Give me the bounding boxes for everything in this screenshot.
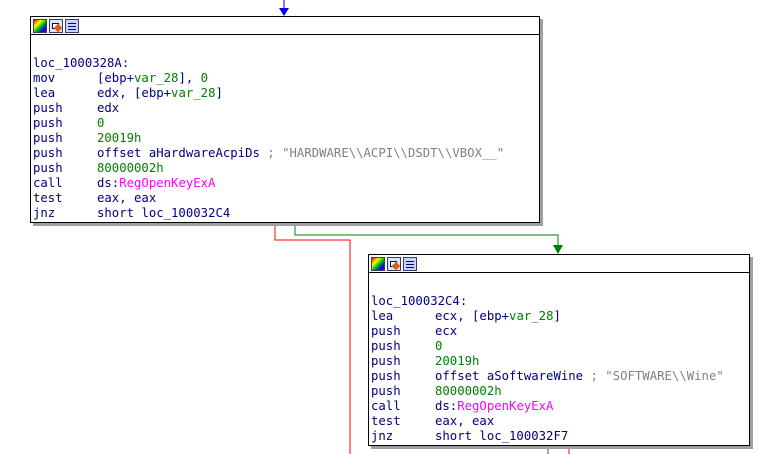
api-name[interactable]: RegOpenKeyExA (457, 399, 554, 413)
instruction-operand[interactable]: var_28 (171, 86, 216, 100)
block-code: loc_100032C4: lea ecx, [ebp+var_28] push ec… (369, 273, 749, 444)
instruction-comment[interactable]: ; "HARDWARE\\ACPI\\DSDT\\VBOX__" (267, 146, 505, 160)
block-toolbar (31, 17, 539, 35)
instruction-operand[interactable]: offset aSoftwareWine (435, 369, 591, 383)
graph-edit-icon[interactable] (387, 256, 401, 271)
true-branch-edge-arrow (553, 245, 563, 254)
instruction-line[interactable]: jnz short loc_100032F7 (371, 429, 749, 444)
instruction-line[interactable]: test eax, eax (371, 414, 749, 429)
instruction-comment[interactable]: ; "SOFTWARE\\Wine" (590, 369, 724, 383)
instruction-mnemonic[interactable]: push (371, 354, 401, 368)
instruction-mnemonic[interactable]: lea (371, 309, 394, 323)
instruction-operand[interactable]: 20019h (97, 131, 142, 145)
instruction-mnemonic[interactable]: test (371, 414, 401, 428)
instruction-line[interactable]: lea edx, [ebp+var_28] (33, 86, 539, 101)
instruction-operand[interactable]: 80000002h (435, 384, 502, 398)
instruction-mnemonic[interactable]: lea (33, 86, 56, 100)
instruction-line[interactable]: push offset aHardwareAcpiDs ; "HARDWARE\\… (33, 146, 539, 161)
instruction-operand[interactable]: ecx (435, 324, 458, 338)
instruction-operand[interactable]: edx (97, 101, 120, 115)
color-palette-icon[interactable] (371, 256, 385, 271)
instruction-mnemonic[interactable]: jnz (33, 206, 56, 220)
instruction-line[interactable]: push 20019h (371, 354, 749, 369)
instruction-operand[interactable]: short loc_100032F7 (435, 429, 569, 443)
instruction-mnemonic[interactable]: mov (33, 71, 56, 85)
instruction-line[interactable]: mov [ebp+var_28], 0 (33, 71, 539, 86)
instruction-mnemonic[interactable]: call (33, 176, 63, 190)
instruction-operand[interactable]: 0 (200, 71, 209, 85)
graph-edit-icon[interactable] (49, 18, 63, 33)
instruction-operand[interactable]: edx, [ebp+ (97, 86, 172, 100)
instruction-line[interactable]: push 0 (33, 116, 539, 131)
instruction-mnemonic[interactable]: push (371, 339, 401, 353)
instruction-line[interactable]: push offset aSoftwareWine ; "SOFTWARE\\Wi… (371, 369, 749, 384)
instruction-operand[interactable]: eax, eax (97, 191, 157, 205)
instruction-operand[interactable]: ds: (97, 176, 120, 190)
instruction-operand[interactable]: ecx, [ebp+ (435, 309, 510, 323)
instruction-mnemonic[interactable]: push (33, 161, 63, 175)
instruction-operand[interactable]: 80000002h (97, 161, 164, 175)
instruction-operand[interactable]: short loc_100032C4 (97, 206, 231, 220)
instruction-mnemonic[interactable]: push (33, 101, 63, 115)
incoming-edge-arrow (279, 8, 289, 16)
false-branch-edge[interactable] (274, 223, 351, 454)
instruction-line[interactable]: push ecx (371, 324, 749, 339)
code-block-loc-100032c4[interactable]: loc_100032C4: lea ecx, [ebp+var_28] push ec… (368, 254, 750, 446)
instruction-mnemonic[interactable]: push (371, 324, 401, 338)
instruction-operand[interactable]: var_28 (134, 71, 179, 85)
instruction-operand[interactable]: 20019h (435, 354, 480, 368)
instruction-operand[interactable]: eax, eax (435, 414, 495, 428)
instruction-operand[interactable]: ] (215, 86, 223, 100)
color-palette-icon[interactable] (33, 18, 47, 33)
block-label[interactable]: loc_1000328A: (33, 56, 130, 70)
text-view-icon[interactable] (403, 256, 417, 271)
instruction-line[interactable]: push edx (33, 101, 539, 116)
instruction-mnemonic[interactable]: call (371, 399, 401, 413)
instruction-operand[interactable]: [ebp+ (97, 71, 135, 85)
true-branch-edge[interactable] (294, 223, 559, 246)
instruction-mnemonic[interactable]: test (33, 191, 63, 205)
instruction-line[interactable]: call ds:RegOpenKeyExA (33, 176, 539, 191)
instruction-mnemonic[interactable]: push (371, 384, 401, 398)
instruction-mnemonic[interactable]: jnz (371, 429, 394, 443)
instruction-line[interactable]: test eax, eax (33, 191, 539, 206)
instruction-mnemonic[interactable]: push (33, 116, 63, 130)
instruction-operand[interactable]: ds: (435, 399, 458, 413)
instruction-line[interactable]: lea ecx, [ebp+var_28] (371, 309, 749, 324)
instruction-mnemonic[interactable]: push (33, 146, 63, 160)
instruction-mnemonic[interactable]: push (371, 369, 401, 383)
block-label[interactable]: loc_100032C4: (371, 294, 468, 308)
instruction-line[interactable]: push 80000002h (371, 384, 749, 399)
instruction-line[interactable]: push 20019h (33, 131, 539, 146)
instruction-operand[interactable]: 0 (435, 339, 443, 353)
instruction-operand[interactable]: ], (178, 71, 201, 85)
instruction-operand[interactable]: offset aHardwareAcpiDs (97, 146, 268, 160)
block-toolbar (369, 255, 749, 273)
instruction-line[interactable]: push 80000002h (33, 161, 539, 176)
instruction-line[interactable]: call ds:RegOpenKeyExA (371, 399, 749, 414)
instruction-operand[interactable]: 0 (97, 116, 105, 130)
instruction-line[interactable]: push 0 (371, 339, 749, 354)
instruction-operand[interactable]: var_28 (509, 309, 554, 323)
api-name[interactable]: RegOpenKeyExA (119, 176, 216, 190)
text-view-icon[interactable] (65, 18, 79, 33)
instruction-mnemonic[interactable]: push (33, 131, 63, 145)
instruction-line[interactable]: jnz short loc_100032C4 (33, 206, 539, 221)
instruction-operand[interactable]: ] (553, 309, 561, 323)
